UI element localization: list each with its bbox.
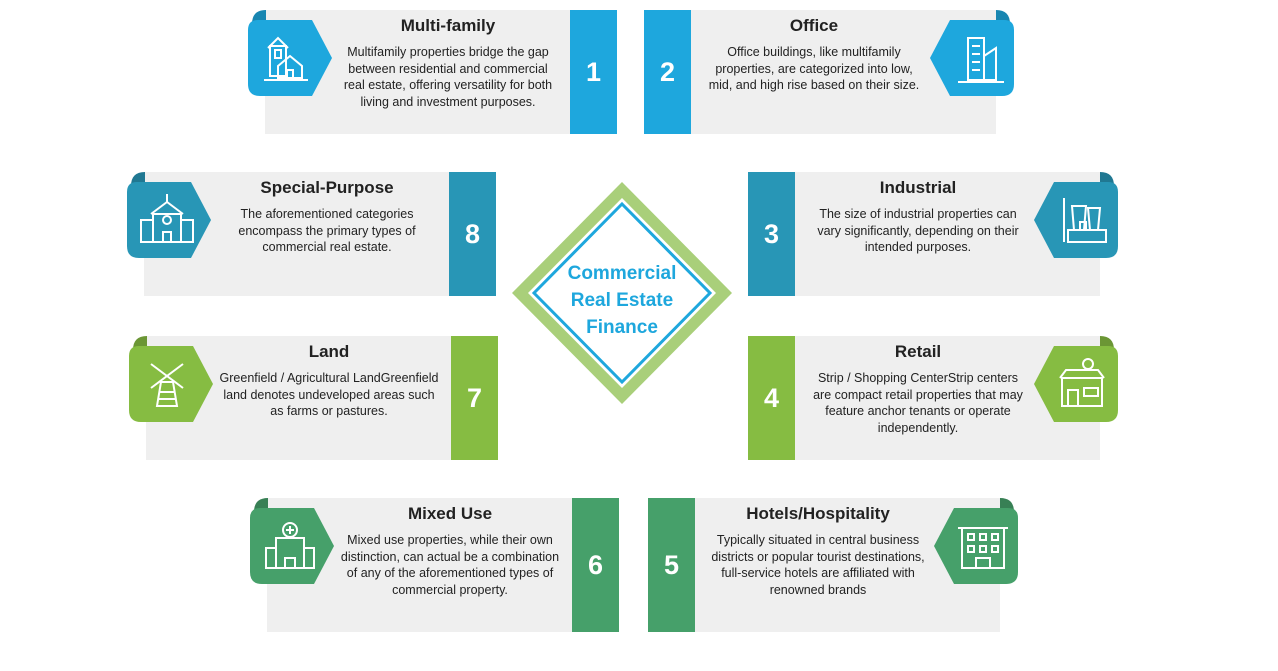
card-number: 8 (449, 172, 496, 296)
card-description: Strip / Shopping CenterStrip centers are… (813, 371, 1023, 435)
icon-tab (1028, 336, 1118, 424)
card-description: Mixed use properties, while their own di… (340, 533, 560, 597)
icon-tab (127, 172, 217, 260)
card-number: 1 (570, 10, 617, 134)
card-title: Mixed Use (407, 504, 493, 523)
card-title: Land (308, 342, 350, 361)
icon-tab (248, 10, 338, 98)
factory-icon (1063, 198, 1107, 243)
card-number: 2 (644, 10, 691, 134)
icon-tab (924, 10, 1014, 98)
category-card-mixed-use: 6 Mixed Use Mixed use properties, while … (250, 498, 620, 632)
shop-icon (1059, 358, 1105, 407)
center-title-line3: Finance (586, 317, 658, 338)
card-number: 5 (648, 498, 695, 632)
windmill-icon (150, 363, 184, 407)
card-title: Multi-family (400, 16, 496, 35)
card-number: 7 (451, 336, 498, 460)
card-number: 6 (572, 498, 619, 632)
card-number: 4 (748, 336, 795, 460)
school-building-icon (140, 194, 194, 243)
center-title-line2: Real Estate (570, 290, 674, 311)
card-description: Office buildings, like multifamily prope… (708, 45, 920, 92)
office-building-icon (958, 37, 1004, 83)
hospital-building-icon (265, 522, 315, 569)
card-description: Multifamily properties bridge the gap be… (343, 45, 553, 109)
category-card-hotels-hospitality: 5 Hotels/Hospitality Typically situated … (648, 498, 1018, 632)
card-title: Retail (894, 342, 942, 361)
house-icon (264, 36, 308, 81)
center-title-line1: Commercial (567, 263, 677, 284)
card-title: Industrial (879, 178, 957, 197)
category-card-industrial: 3 Industrial The size of industrial prop… (748, 172, 1118, 296)
icon-tab (928, 498, 1018, 586)
card-title: Office (789, 16, 839, 35)
category-card-special-purpose: 8 Special-Purpose The aforementioned cat… (127, 172, 497, 296)
icon-tab (1028, 172, 1118, 260)
card-description: The size of industrial properties can va… (817, 207, 1019, 254)
hotel-icon (958, 527, 1008, 569)
card-number: 3 (748, 172, 795, 296)
category-card-multi-family: 1 Multi-family Multifamily properties br… (248, 10, 618, 134)
category-card-land: 7 Land Greenfield / Agricultural LandGre… (129, 336, 499, 460)
category-card-retail: 4 Retail Strip / Shopping CenterStrip ce… (748, 336, 1118, 460)
icon-tab (129, 336, 219, 424)
category-card-office: 2 Office Office buildings, like multifam… (644, 10, 1014, 134)
icon-tab (250, 498, 340, 586)
center-diamond: Commercial Real Estate Finance (512, 182, 732, 404)
card-description: Typically situated in central business d… (711, 533, 925, 597)
card-title: Hotels/Hospitality (746, 504, 890, 523)
card-description: Greenfield / Agricultural LandGreenfield… (219, 371, 439, 418)
card-description: The aforementioned categories encompass … (238, 207, 416, 254)
card-title: Special-Purpose (260, 178, 394, 197)
